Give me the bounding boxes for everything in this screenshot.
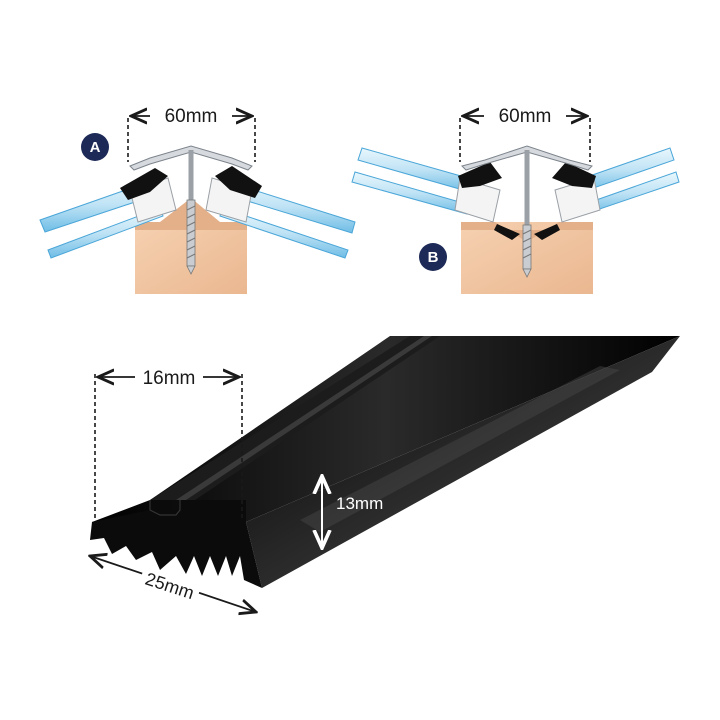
profile-top-face xyxy=(92,336,680,522)
badge-a xyxy=(81,133,109,161)
profile-t-slot xyxy=(149,500,181,516)
diagram-a: 60mm A xyxy=(39,106,356,294)
profile-side-sheen xyxy=(300,366,620,532)
gasket-right-b xyxy=(552,162,596,188)
dim-label-25mm-bg xyxy=(138,565,202,605)
end-cap-left-b xyxy=(454,177,501,223)
gasket-left-b xyxy=(458,162,502,188)
diagram-b: 60mm B xyxy=(351,106,680,294)
gasket-right-a xyxy=(215,166,262,198)
profile-side-face xyxy=(246,336,680,588)
screw-a xyxy=(186,199,196,275)
dim-label-60mm-a: 60mm xyxy=(165,106,218,127)
glazing-panel-left2-a xyxy=(47,207,164,259)
gasket-left-a xyxy=(120,168,168,200)
dim-label-60mm-b: 60mm xyxy=(499,106,552,127)
screw-b xyxy=(522,224,532,278)
dim-label-13mm: 13mm xyxy=(336,494,383,513)
badge-b-label: B xyxy=(428,249,439,266)
profile-extrusion: 16mm 13mm 25mm xyxy=(90,336,680,612)
badge-a-label: A xyxy=(90,139,101,156)
notch-gasket-b xyxy=(494,224,560,240)
badge-b xyxy=(419,243,447,271)
dim-label-16mm: 16mm xyxy=(143,368,196,389)
profile-channel-highlight xyxy=(176,336,432,500)
